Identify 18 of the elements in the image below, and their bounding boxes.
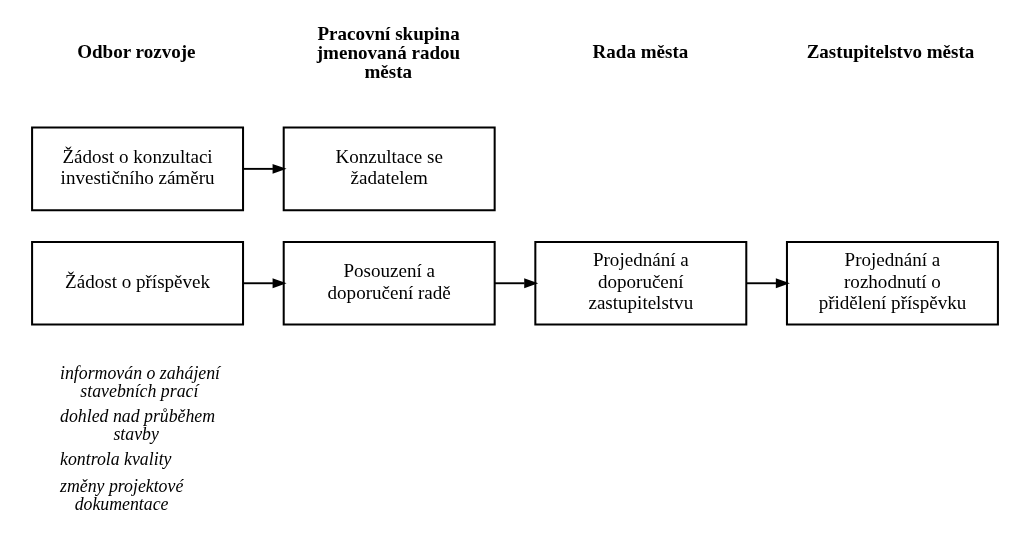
arrow [241,163,287,174]
arrow [241,278,287,289]
label: dohled nad průběhem stavby [59,406,215,444]
node-box: Žádost o konzultaci investičního záměru [30,126,244,212]
node-box: Konzultace se žadatelem [282,126,496,212]
node-box: Posouzení a doporučení radě [282,240,496,326]
label: informován o zahájení stavebních prací [59,362,220,401]
arrow [745,278,790,289]
node-box: Projednání a doporučení zastupitelstvu [533,240,747,326]
label: kontrola kvality [59,449,171,470]
node-box: Žádost o příspěvek [30,240,244,326]
label: Pracovní skupina jmenovaná radou města [316,22,460,83]
arrow [493,278,538,289]
label: změny projektové dokumentace [59,475,183,514]
label: Rada města [592,40,688,62]
node-box: Projednání a rozhodnutí o přidělení příspěvku [785,240,999,326]
label: Zastupitelstvo města [806,40,974,62]
label: Odbor rozvoje [76,40,196,62]
